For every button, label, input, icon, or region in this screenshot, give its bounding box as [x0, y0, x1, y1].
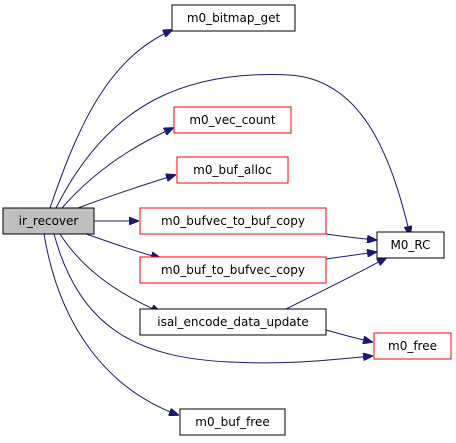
node-label: m0_free — [388, 339, 437, 353]
node-m0-bufvec-to-buf-copy[interactable]: m0_bufvec_to_buf_copy — [139, 207, 327, 235]
edge-isal-encode-to-m0-rc — [285, 258, 386, 310]
node-label: isal_encode_data_update — [157, 315, 309, 329]
node-label: m0_bitmap_get — [187, 11, 281, 25]
edges — [43, 30, 410, 415]
node-box — [179, 408, 286, 436]
edge-isal-encode-to-free — [325, 329, 372, 342]
node-box — [173, 106, 292, 134]
node-m0-buf-free[interactable]: m0_buf_free — [179, 408, 286, 436]
node-label: ir_recover — [19, 214, 79, 228]
node-m0-rc[interactable]: M0_RC — [376, 231, 445, 259]
node-m0-vec-count[interactable]: m0_vec_count — [173, 106, 292, 134]
node-m0-buf-alloc[interactable]: m0_buf_alloc — [176, 156, 289, 184]
edge-buf-to-bufvec-copy-to-m0-rc — [325, 252, 376, 260]
node-isal-encode-data-update[interactable]: isal_encode_data_update — [139, 308, 327, 336]
node-box — [3, 208, 94, 234]
node-label: m0_buf_to_bufvec_copy — [161, 263, 305, 277]
edge-ir-recover-to-m0-rc — [55, 73, 410, 235]
node-m0-bitmap-get[interactable]: m0_bitmap_get — [171, 4, 296, 32]
edge-ir-recover-to-free — [53, 233, 372, 364]
node-label: m0_buf_free — [195, 415, 269, 429]
node-box — [171, 4, 296, 32]
node-label: m0_buf_alloc — [193, 163, 272, 177]
edge-ir-recover-to-buf-to-bufvec-copy — [85, 233, 160, 258]
node-m0-free[interactable]: m0_free — [373, 332, 452, 360]
edge-bufvec-to-buf-copy-to-m0-rc — [325, 233, 376, 240]
node-box — [139, 256, 327, 284]
node-box — [139, 308, 327, 336]
node-box — [376, 231, 445, 259]
node-ir-recover[interactable]: ir_recover — [2, 207, 95, 235]
node-box — [139, 207, 327, 235]
edge-ir-recover-to-vec-count — [61, 128, 173, 209]
node-label: m0_vec_count — [189, 113, 276, 127]
node-border — [2, 207, 95, 235]
node-m0-buf-to-bufvec-copy[interactable]: m0_buf_to_bufvec_copy — [139, 256, 327, 284]
edge-ir-recover-to-bitmap-get — [49, 30, 172, 209]
edge-ir-recover-to-isal-encode — [59, 233, 160, 312]
edge-ir-recover-to-buf-alloc — [77, 175, 175, 209]
node-label: M0_RC — [390, 238, 430, 252]
edge-ir-recover-to-buf-free — [43, 233, 178, 415]
node-label: m0_bufvec_to_buf_copy — [161, 214, 305, 228]
node-box — [176, 156, 289, 184]
node-box — [373, 332, 452, 360]
